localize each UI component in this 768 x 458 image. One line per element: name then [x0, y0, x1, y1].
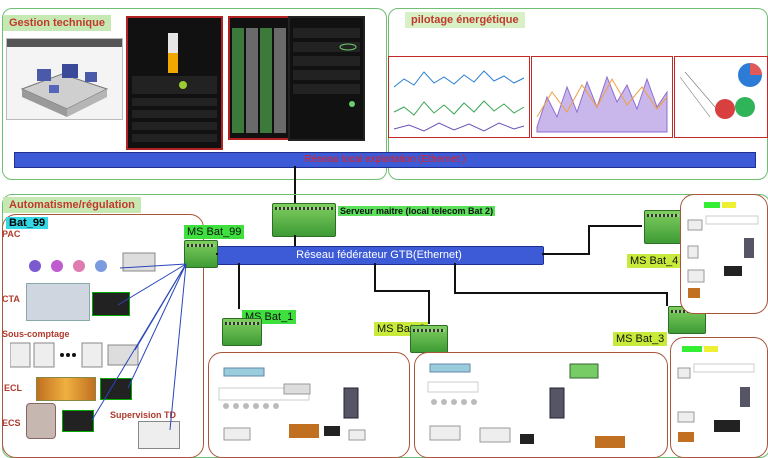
ms-bat3-label: MS Bat_3: [613, 332, 668, 346]
bat4-gtb-link-stub: [542, 253, 590, 255]
cta-label: CTA: [2, 294, 20, 304]
air-handling-unit-icon: [26, 283, 90, 321]
bat1-gtb-link: [238, 263, 240, 309]
settings-panel-icon: [288, 16, 365, 141]
ecl-label: ECL: [4, 383, 22, 393]
energy-meter-icon: [9, 341, 140, 369]
sous-comptage-label: Sous-comptage: [2, 329, 70, 339]
ms-bat4-controller: [644, 210, 682, 244]
bat3-gtb-link-horizontal: [454, 292, 668, 294]
bms-3d-model-icon: [6, 38, 123, 120]
bat2-gtb-link-vertical-2: [428, 290, 430, 324]
energy-area-chart-icon: [531, 56, 673, 138]
ms-bat2-controller: [410, 325, 448, 353]
energy-pie-charts-icon: [674, 56, 768, 138]
ecs-label: ECS: [2, 418, 21, 428]
bat3-gtb-link-vertical-2: [666, 292, 668, 306]
serveur-maitre-controller: [272, 203, 336, 237]
bat4-gtb-link-vertical: [588, 226, 590, 254]
supervision-td-label: Supervision TD: [110, 410, 177, 420]
automatisme-regulation-title: Automatisme/régulation: [3, 197, 141, 213]
gestion-technique-section: [2, 8, 387, 180]
bat4-gtb-link-horizontal: [588, 225, 642, 227]
heat-pump-icon: [18, 250, 168, 278]
ms-bat99-label: MS Bat_99: [184, 225, 245, 239]
reseau-local-exploitation-bar: Réseau local exploitation (Ethernet ): [14, 152, 756, 168]
bat2-architecture-icon: [420, 358, 660, 453]
mobile-control-app-icon: [126, 16, 223, 150]
pac-label: PAC: [2, 229, 21, 239]
distribution-board-icon: [138, 421, 180, 449]
bat1-architecture-icon: [214, 358, 402, 453]
energy-line-charts-icon: [388, 56, 530, 138]
bat2-gtb-link-horizontal: [374, 290, 430, 292]
server-gtb-link: [294, 235, 296, 247]
bat4-architecture-icon: [684, 198, 764, 308]
water-heater-icon: [26, 403, 56, 439]
bat3-gtb-link-vertical: [454, 263, 456, 293]
local-network-link: [294, 166, 296, 204]
lighting-icon: [36, 377, 96, 401]
cta-controller-icon: [92, 292, 130, 316]
bat99-title: Bat_99: [6, 217, 49, 229]
bat99-gtb-link: [216, 253, 218, 255]
reseau-federateur-gtb-bar: Réseau fédérateur GTB(Ethernet): [214, 246, 544, 265]
serveur-maitre-label: Serveur maitre (local telecom Bat 2): [338, 206, 496, 216]
pilotage-energetique-title: pilotage énergétique: [405, 12, 525, 28]
ms-bat4-label: MS Bat_4: [627, 254, 682, 268]
bat2-gtb-link-vertical-1: [374, 263, 376, 291]
bat3-architecture-icon: [674, 342, 762, 450]
ecl-controller-icon: [100, 378, 132, 400]
ecs-controller-icon: [62, 410, 94, 432]
ms-bat1-controller: [222, 318, 262, 346]
gestion-technique-title: Gestion technique: [3, 15, 111, 31]
